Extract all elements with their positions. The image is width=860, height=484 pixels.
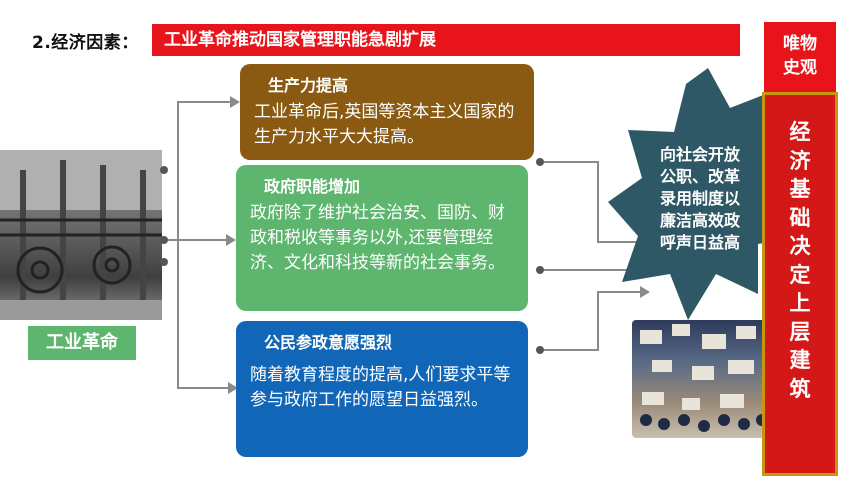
arrowhead-box1 (230, 96, 240, 108)
side-panel-title: 唯物史观 (764, 22, 836, 92)
badge-text: 向社会开放 公职、改革 录用制度以 廉洁高效政 呼声日益高 (660, 144, 764, 254)
crowd-illustration (640, 324, 768, 432)
side-panel-vertical-text: 经 济 基 础 决 定 上 层 建 筑 (776, 118, 824, 403)
connector-to-box3 (177, 240, 228, 389)
star-badge-shape (608, 68, 808, 320)
box-title: 公民参政意愿强烈 (264, 333, 393, 352)
badge-line: 录用制度以 (660, 189, 741, 208)
vertical-char: 础 (789, 205, 811, 230)
section-heading: 2.经济因素： (32, 33, 139, 53)
connector-dot (160, 258, 168, 266)
badge-line: 呼声日益高 (660, 233, 741, 252)
citizen-participation-box: 公民参政意愿强烈 随着教育程度的提高,人们要求平等参与政府工作的愿望日益强烈。 (236, 321, 528, 457)
factory-machinery (0, 218, 162, 294)
badge-line: 廉洁高效政 (660, 211, 741, 230)
connector-box3-to-badge (540, 291, 640, 351)
box-body: 工业革命后,英国等资本主义国家的生产力水平大大提高。 (254, 102, 515, 147)
vertical-char: 层 (789, 319, 811, 344)
box-title: 政府职能增加 (264, 177, 361, 196)
arrowhead-box3 (228, 382, 238, 394)
connector-box1-to-badge (540, 161, 650, 243)
badge-line: 向社会开放 (660, 145, 741, 164)
crowd-heads (640, 414, 768, 432)
star-badge (608, 68, 808, 320)
protest-crowd-image (632, 320, 774, 438)
box-body: 随着教育程度的提高,人们要求平等参与政府工作的愿望日益强烈。 (250, 365, 511, 410)
connector-dot (536, 266, 544, 274)
side-panel-title-text: 唯物史观 (783, 34, 817, 78)
protest-signs (640, 324, 756, 410)
vertical-char: 定 (789, 262, 811, 287)
vertical-char: 上 (789, 291, 811, 315)
vertical-char: 决 (789, 234, 811, 258)
vertical-char: 建 (789, 348, 811, 372)
connector-dot (536, 346, 544, 354)
factory-floor (0, 300, 162, 320)
connector-dot (536, 158, 544, 166)
vertical-char: 经 (789, 120, 811, 144)
productivity-box: 生产力提高 工业革命后,英国等资本主义国家的生产力水平大大提高。 (240, 64, 534, 160)
factory-illustration (0, 150, 162, 320)
side-panel (762, 92, 838, 476)
title-banner: 工业革命推动国家管理职能急剧扩展 (152, 24, 740, 56)
box-body: 政府除了维护社会治安、国防、财政和税收等事务以外,还要管理经济、文化和科技等新的… (250, 203, 505, 273)
badge-line: 公职、改革 (660, 167, 741, 186)
industrial-factory-image (0, 150, 162, 320)
connector-to-box1 (164, 101, 230, 241)
industrial-revolution-label: 工业革命 (28, 326, 136, 360)
connector-dot (160, 236, 168, 244)
vertical-char: 济 (789, 148, 811, 173)
connector-dot (160, 166, 168, 174)
box-title: 生产力提高 (268, 76, 349, 95)
vertical-char: 基 (789, 177, 811, 201)
government-functions-box: 政府职能增加 政府除了维护社会治安、国防、财政和税收等事务以外,还要管理经济、文… (236, 165, 528, 311)
arrowhead-box2 (226, 234, 236, 246)
factory-roof (0, 150, 162, 210)
arrowhead-badge3 (640, 286, 650, 298)
vertical-char: 筑 (789, 376, 811, 401)
